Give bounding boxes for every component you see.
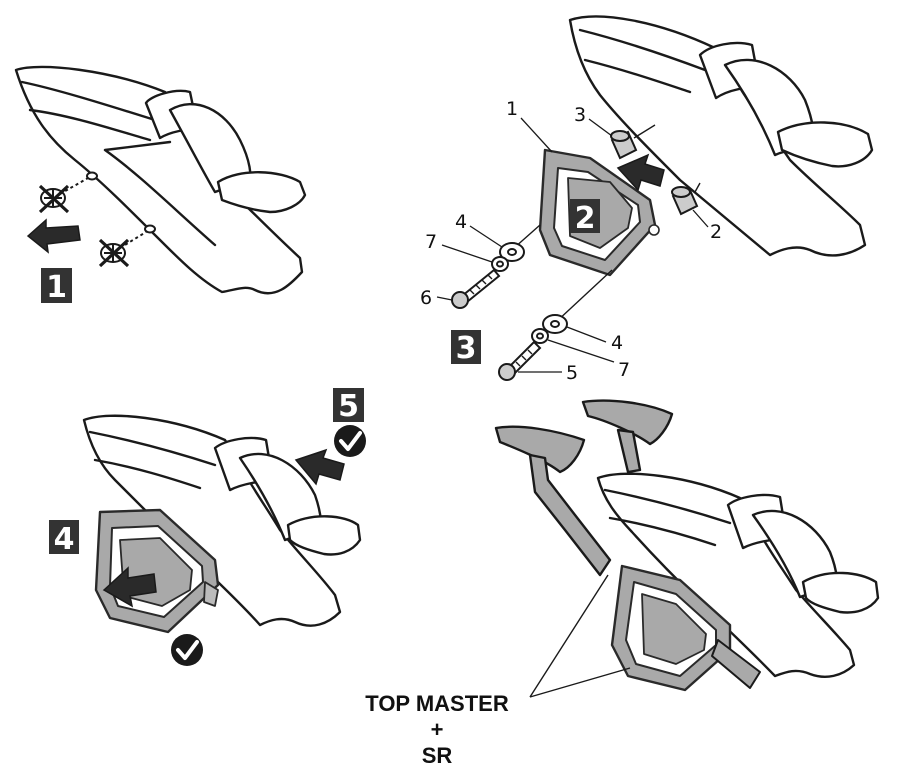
step-badge-2: 2 [570,199,600,236]
rail-rear [616,428,642,474]
guide-line [633,124,656,139]
leader-lines [436,117,709,373]
panel-2-3 [568,15,874,257]
washer-7 [491,256,509,272]
top-plate-front [494,425,586,474]
caption-line-2: + [431,717,444,742]
step-number: 1 [46,270,67,305]
bracket-6 [610,564,761,692]
panel-6 [494,399,674,577]
part-label-3: 3 [574,104,586,126]
part-label-5: 5 [566,362,578,384]
checkmark-icon [171,634,203,666]
spacer-2 [671,186,699,216]
cover-lower-edge-1 [103,140,217,247]
spacer-3 [610,130,638,160]
washer-4 [499,242,525,262]
seat-end-2 [776,121,874,168]
part-label-1: 1 [506,98,518,120]
rail-front [528,453,612,577]
step-number: 5 [338,389,359,424]
part-label-4: 4 [611,332,623,354]
seat-end-4 [286,515,362,556]
arrow-icon [616,153,665,192]
step-badge-4: 4 [49,520,79,557]
washer-4 [542,314,568,334]
guide-line [694,182,701,193]
washer-7 [531,328,549,344]
top-plate-rear [581,399,674,446]
seat-end-1 [216,171,307,214]
bolt-6 [451,268,501,309]
tail-cover-4-ridge [88,430,217,490]
step-badge-5: 5 [333,388,364,424]
checkmark-icon [334,425,366,457]
remove-screw-icon [98,224,156,268]
tail-cover-2-ridge [578,28,707,94]
part-label-6: 6 [420,287,432,309]
caption: TOP MASTER + SR [365,691,509,768]
caption-leaders [529,574,631,698]
guide-line [555,269,613,323]
remove-screw-icon [38,171,98,214]
arrow-icon [26,218,81,254]
step-number: 4 [54,522,75,557]
panel-1 [14,65,307,295]
arrow-icon [102,566,157,608]
caption-line-3: SR [422,743,453,768]
part-label-7: 7 [618,359,630,381]
step-badge-3: 3 [451,330,481,366]
caption-line-1: TOP MASTER [365,691,509,716]
step-number: 3 [456,331,477,366]
step-number: 2 [575,201,596,236]
part-label-2: 2 [710,221,722,243]
seat-end-6 [801,571,880,614]
tail-cover-6-ridge [603,488,732,547]
panel-4-5 [82,414,362,627]
part-label-7: 7 [425,231,437,253]
bolt-5 [498,340,542,381]
step-badge-1: 1 [41,268,72,305]
tail-cover-1-ridge [20,80,157,142]
part-label-4: 4 [455,211,467,233]
panel-6-bike [596,472,880,678]
part-labels: 1 3 2 4 7 6 4 7 5 [420,98,722,384]
arrow-icon [294,448,345,486]
